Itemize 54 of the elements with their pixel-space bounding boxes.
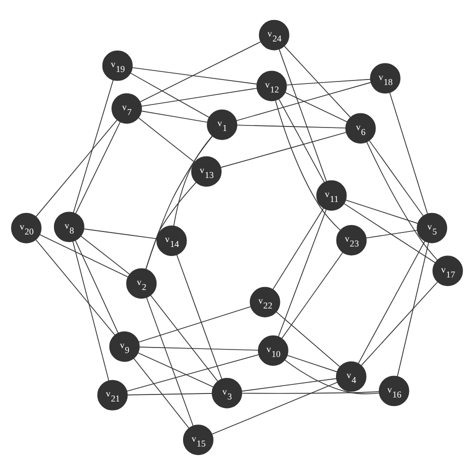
connector: [132, 66, 258, 84]
connector: [39, 234, 128, 277]
connector: [220, 131, 347, 168]
connector: [74, 240, 119, 333]
connector: [241, 378, 337, 392]
connector: [286, 78, 371, 85]
connector: [145, 135, 213, 270]
connector: [389, 92, 428, 214]
connector: [141, 110, 208, 122]
connector: [278, 48, 327, 182]
connector: [75, 120, 121, 214]
connector: [36, 119, 118, 217]
connector: [278, 208, 327, 336]
connector: [141, 87, 258, 106]
connector: [130, 72, 210, 118]
connector: [358, 240, 426, 364]
connector: [173, 135, 213, 226]
connector: [272, 207, 324, 290]
connector: [127, 392, 212, 395]
connector: [138, 352, 214, 387]
connector: [366, 229, 418, 238]
connector: [72, 240, 110, 381]
connector: [344, 202, 436, 263]
connector: [138, 116, 196, 162]
connector: [368, 140, 424, 216]
connector: [281, 252, 344, 338]
connector: [284, 359, 380, 394]
connector: [345, 199, 418, 224]
connector: [275, 100, 341, 230]
connector: [146, 296, 194, 426]
connector: [150, 294, 218, 382]
connector: [145, 181, 197, 270]
connector: [133, 357, 190, 428]
connector: [138, 306, 252, 342]
connector: [284, 45, 351, 118]
connector: [286, 354, 338, 372]
connector: [140, 40, 262, 102]
connector: [236, 82, 372, 121]
connector: [80, 235, 130, 274]
connector: [72, 79, 114, 213]
connector: [84, 228, 158, 239]
connector: [284, 92, 348, 122]
connector: [366, 141, 438, 260]
connector: [139, 346, 259, 350]
connector: [212, 381, 338, 434]
connector: [236, 124, 346, 128]
connector: [361, 281, 438, 366]
connector: [35, 238, 116, 336]
connector: [176, 254, 222, 380]
connector: [278, 98, 325, 182]
connector: [276, 310, 340, 367]
connector: [396, 242, 429, 376]
connector: [126, 354, 260, 392]
connector: [241, 390, 380, 394]
